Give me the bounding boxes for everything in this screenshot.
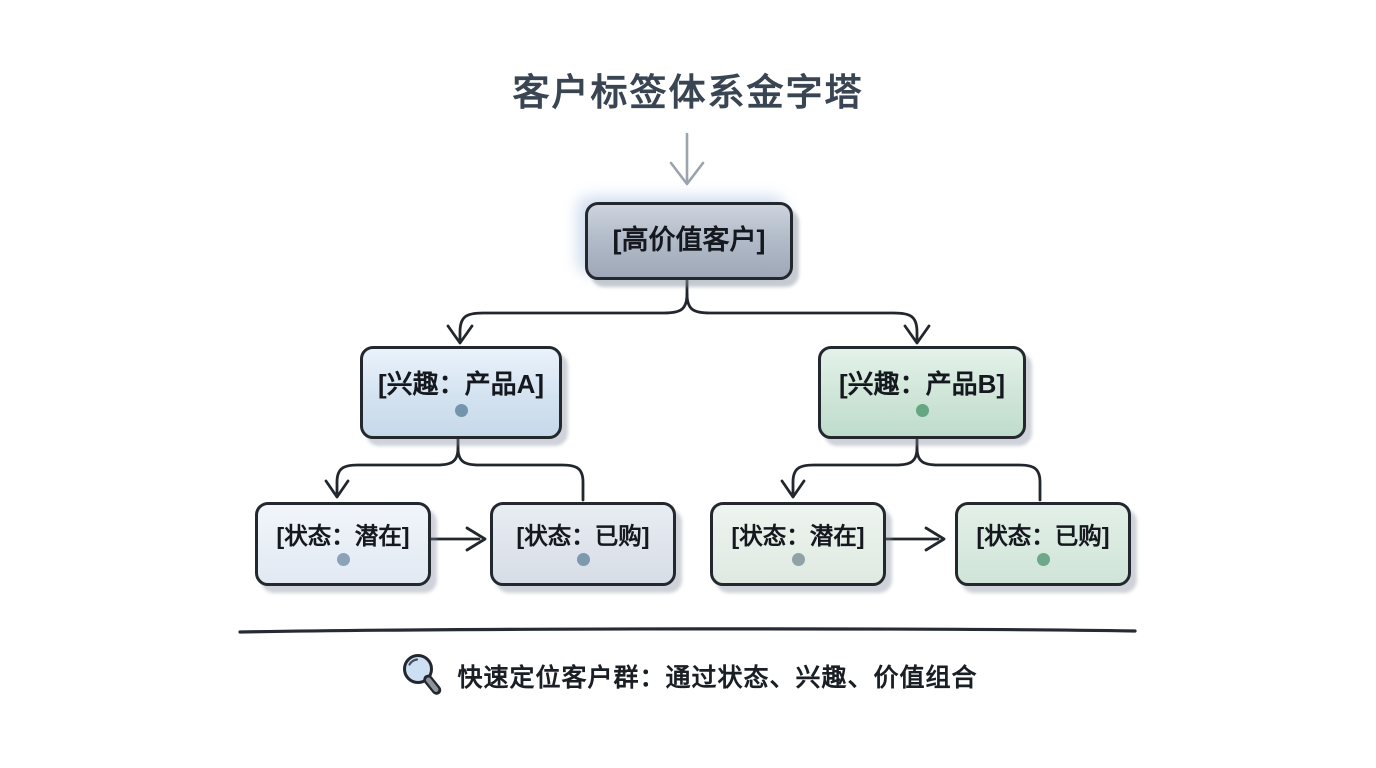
footer-text: 快速定位客户群：通过状态、兴趣、价值组合 — [457, 664, 978, 692]
node-interest-product-b: [兴趣：产品B] — [818, 346, 1026, 439]
node-label: [状态：潜在] — [276, 522, 410, 549]
node-label: [兴趣：产品B] — [838, 368, 1006, 399]
separator-line — [238, 627, 1137, 634]
tag-dot — [791, 553, 805, 567]
node-label: [状态：潜在] — [731, 522, 865, 549]
tag-dot — [454, 404, 468, 418]
title-down-arrow — [669, 132, 705, 186]
tag-dot — [915, 404, 929, 418]
node-interest-product-a: [兴趣：产品A] — [360, 346, 562, 439]
tag-dot — [576, 553, 590, 567]
footer-note: 快速定位客户群：通过状态、兴趣、价值组合 — [0, 651, 1376, 701]
node-label: [状态：已购] — [976, 522, 1110, 549]
diagram-title: 客户标签体系金字塔 — [512, 72, 864, 113]
node-status-potential-a: [状态：潜在] — [255, 502, 431, 586]
tag-dot — [336, 553, 350, 567]
tag-dot — [1036, 553, 1050, 567]
magnifier-icon — [403, 654, 442, 695]
node-label: [状态：已购] — [516, 522, 650, 549]
node-status-potential-b: [状态：潜在] — [710, 502, 886, 586]
node-high-value-customer: [高价值客户] — [585, 202, 793, 280]
node-label: [兴趣：产品A] — [377, 368, 545, 399]
node-label: [高价值客户] — [612, 225, 766, 256]
node-status-purchased-b: [状态：已购] — [955, 502, 1131, 586]
tree-branches — [324, 274, 1042, 552]
node-status-purchased-a: [状态：已购] — [490, 502, 676, 586]
